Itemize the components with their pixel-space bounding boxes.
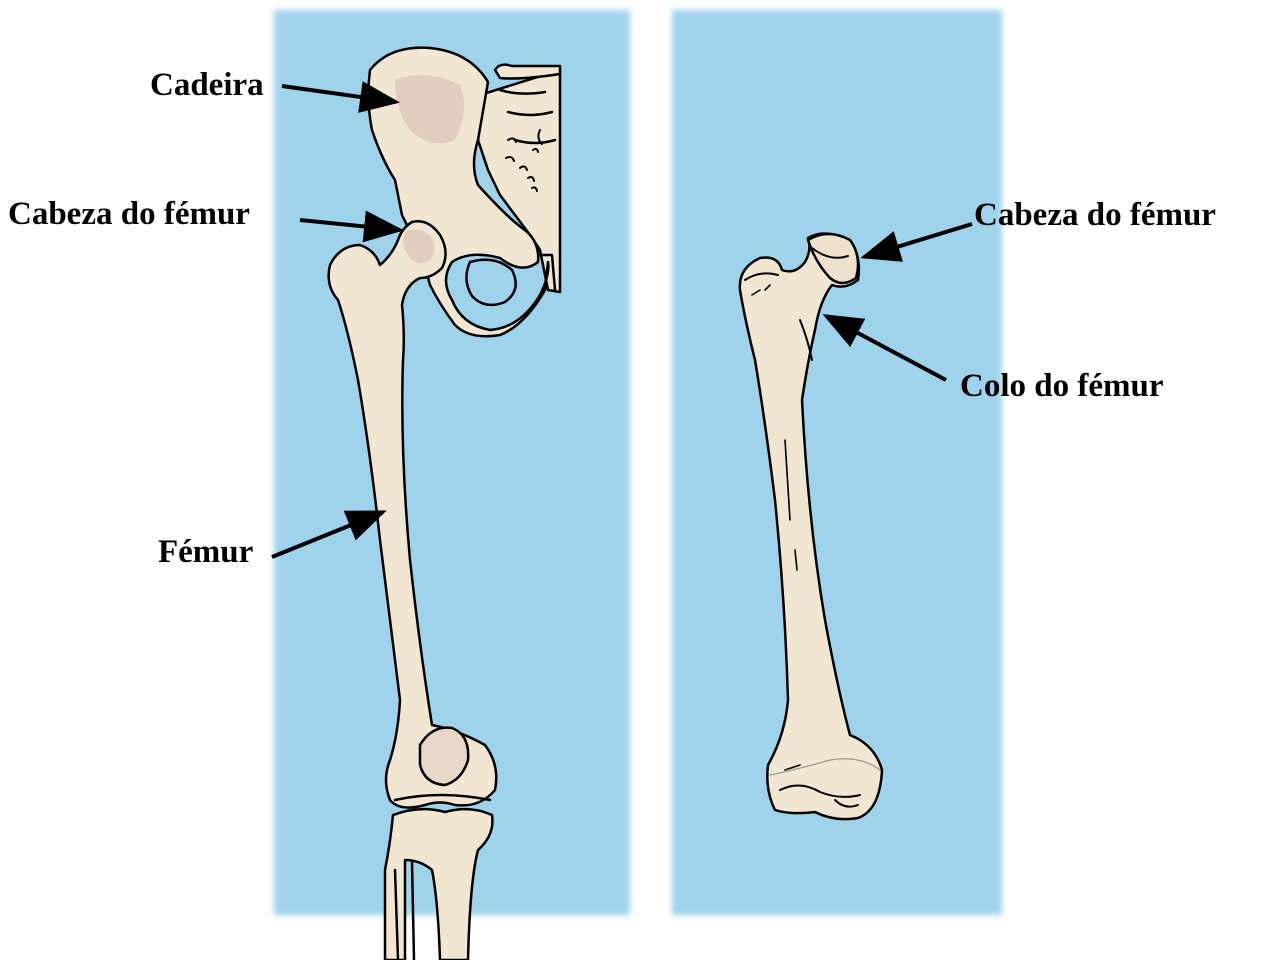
label-colo-femur: Colo do fémur (960, 370, 1163, 403)
label-cabeza-femur-right: Cabeza do fémur (974, 199, 1216, 232)
label-femur: Fémur (158, 536, 253, 569)
label-cadeira: Cadeira (150, 69, 264, 102)
label-cabeza-femur-left: Cabeza do fémur (8, 198, 250, 231)
